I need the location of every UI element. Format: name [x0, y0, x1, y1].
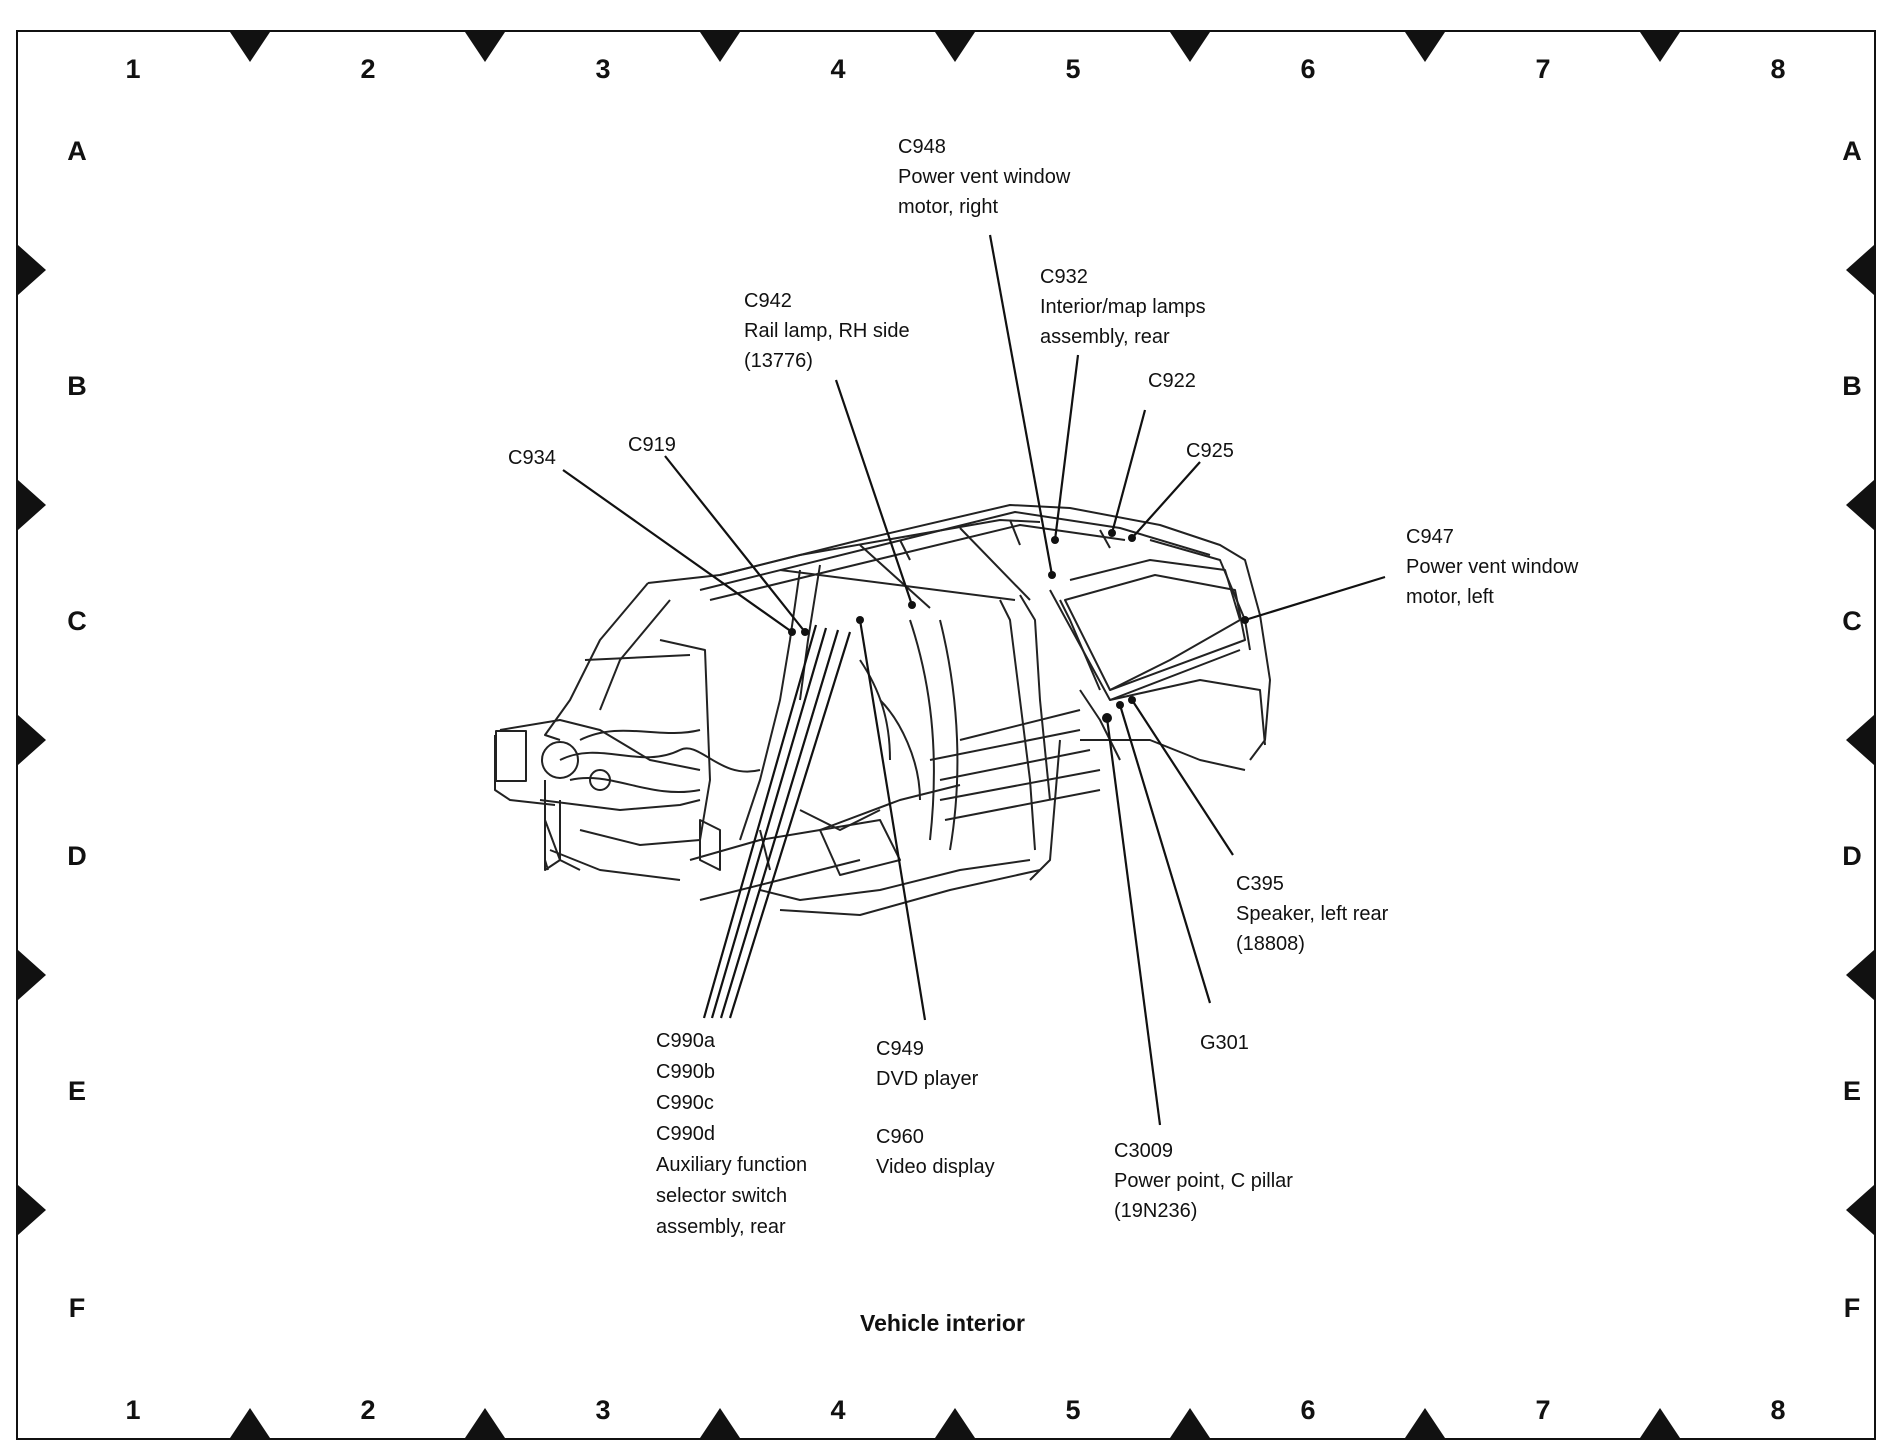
grid-col-top-3: 3: [595, 54, 611, 84]
callout-c947-desc-2: motor, left: [1406, 586, 1494, 608]
callout-c947-desc-1: Power vent window: [1406, 556, 1579, 578]
callout-c990c-code: C990c: [656, 1092, 714, 1114]
grid-row-right-C: C: [1842, 606, 1862, 636]
callout-c3009-desc-2: (19N236): [1114, 1200, 1198, 1222]
callout-c990-desc-2: selector switch: [656, 1185, 788, 1207]
callout-c3009-code: C3009: [1114, 1140, 1173, 1162]
callout-c932: C932 Interior/map lamps assembly, rear: [1040, 262, 1206, 352]
callout-c949-code: C949: [876, 1038, 924, 1060]
grid-col-top-2: 2: [360, 54, 376, 84]
grid-row-left-A: A: [67, 136, 87, 166]
grid-col-bottom-8: 8: [1770, 1395, 1786, 1425]
callout-c925: C925: [1186, 440, 1234, 462]
grid-row-left-B: B: [67, 371, 87, 401]
grid-col-top-5: 5: [1065, 54, 1081, 84]
callout-c934: C934: [508, 447, 556, 469]
callout-c990d-code: C990d: [656, 1123, 715, 1145]
callout-c942-desc-1: Rail lamp, RH side: [744, 320, 910, 342]
callout-c960-desc-1: Video display: [876, 1156, 995, 1178]
callout-c3009: C3009 Power point, C pillar (19N236): [1114, 1136, 1293, 1226]
grid-col-bottom-2: 2: [360, 1395, 376, 1425]
callout-c990-desc-1: Auxiliary function: [656, 1154, 808, 1176]
grid-row-left-F: F: [68, 1293, 86, 1323]
callout-c990a-code: C990a: [656, 1030, 715, 1052]
grid-col-top-6: 6: [1300, 54, 1316, 84]
callout-g301: G301: [1200, 1032, 1249, 1054]
callout-c947-code: C947: [1406, 526, 1454, 548]
callout-c949-desc-1: DVD player: [876, 1068, 979, 1090]
grid-row-right-B: B: [1842, 371, 1862, 401]
diagram-title: Vehicle interior: [860, 1310, 1025, 1336]
callout-c990-desc-3: assembly, rear: [656, 1216, 786, 1238]
callout-c948-code: C948: [898, 136, 946, 158]
callout-c932-desc-2: assembly, rear: [1040, 326, 1170, 348]
callout-c942-code: C942: [744, 290, 792, 312]
grid-col-bottom-1: 1: [125, 1395, 141, 1425]
callout-c932-desc-1: Interior/map lamps: [1040, 296, 1206, 318]
grid-row-right-E: E: [1842, 1076, 1861, 1106]
grid-col-bottom-6: 6: [1300, 1395, 1316, 1425]
callout-c942-desc-2: (13776): [744, 350, 813, 372]
callout-c947: C947 Power vent window motor, left: [1406, 522, 1578, 612]
callout-c395-desc-2: (18808): [1236, 933, 1305, 955]
grid-col-top-7: 7: [1535, 54, 1551, 84]
callout-c932-code: C932: [1040, 266, 1088, 288]
grid-col-bottom-5: 5: [1065, 1395, 1081, 1425]
callout-c990: C990a C990b C990c C990d Auxiliary functi…: [656, 1026, 807, 1243]
vehicle-body-drawing: [494, 504, 1271, 916]
callout-c942: C942 Rail lamp, RH side (13776): [744, 286, 910, 376]
grid-col-bottom-4: 4: [830, 1395, 846, 1425]
grid-row-left-E: E: [67, 1076, 86, 1106]
grid-row-right-D: D: [1842, 841, 1862, 871]
callout-c948: C948 Power vent window motor, right: [898, 132, 1070, 222]
callout-c949: C949 DVD player: [876, 1034, 978, 1094]
connector-points: [788, 529, 1249, 723]
grid-row-left-C: C: [67, 606, 87, 636]
callout-c948-desc-1: Power vent window: [898, 166, 1071, 188]
callout-c919: C919: [628, 434, 676, 456]
callout-c3009-desc-1: Power point, C pillar: [1114, 1170, 1293, 1192]
callout-c395-code: C395: [1236, 873, 1284, 895]
grid-col-bottom-7: 7: [1535, 1395, 1551, 1425]
callout-c990b-code: C990b: [656, 1061, 715, 1083]
grid-col-top-4: 4: [830, 54, 846, 84]
grid-row-right-F: F: [1843, 1293, 1861, 1323]
callout-c960: C960 Video display: [876, 1122, 995, 1182]
callout-c922: C922: [1148, 370, 1196, 392]
callout-c395-desc-1: Speaker, left rear: [1236, 903, 1389, 925]
callout-c395: C395 Speaker, left rear (18808): [1236, 869, 1388, 959]
leader-lines: [562, 234, 1386, 1126]
grid-col-bottom-3: 3: [595, 1395, 611, 1425]
grid-col-top-1: 1: [125, 54, 141, 84]
grid-row-right-A: A: [1842, 136, 1862, 166]
callout-c960-code: C960: [876, 1126, 924, 1148]
grid-markers: [18, 32, 1874, 1438]
grid-row-left-D: D: [67, 841, 87, 871]
diagram-frame: [16, 30, 1876, 1440]
grid-col-top-8: 8: [1770, 54, 1786, 84]
callout-c948-desc-2: motor, right: [898, 196, 999, 218]
